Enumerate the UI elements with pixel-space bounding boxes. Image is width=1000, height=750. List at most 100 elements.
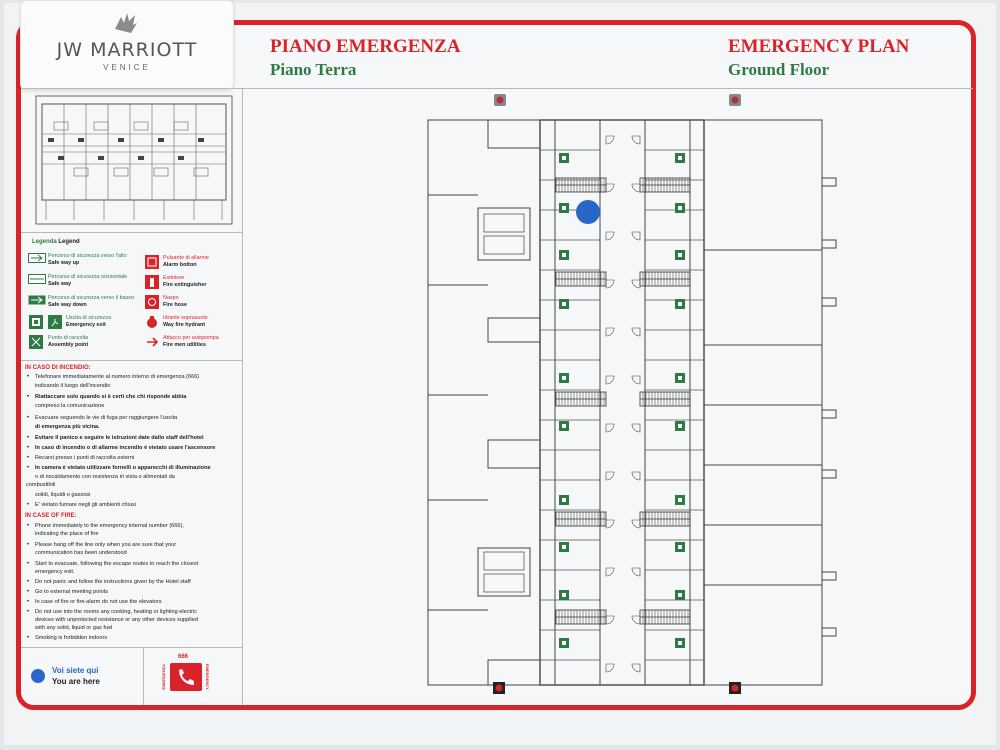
door-swing — [605, 327, 615, 337]
you-are-here-english: You are here — [52, 677, 100, 686]
fire-extinguisher-icon — [145, 275, 159, 289]
you-are-here-italian: Voi siete qui — [52, 666, 99, 675]
door-swing — [631, 567, 641, 577]
fire-hose-icon — [145, 295, 159, 309]
safe-way-icon — [28, 274, 46, 284]
title-italian: PIANO EMERGENZA — [270, 36, 461, 57]
emergency-exit-sign-mark — [678, 593, 682, 597]
emergency-exit-sign-mark — [678, 498, 682, 502]
door-swing — [605, 471, 615, 481]
door-swing — [605, 183, 615, 193]
door-swing — [605, 519, 615, 529]
italian-fire-instructions: •Telefonare immediatamente al numero int… — [26, 374, 216, 508]
emergency-exit-sign-mark — [562, 498, 566, 502]
logo-card: JW MARRIOTT VENICE — [20, 0, 234, 90]
logo-location: VENICE — [103, 63, 151, 72]
door-swing — [631, 135, 641, 145]
shaft-box — [483, 551, 525, 571]
emergency-exit-icon — [29, 315, 43, 329]
emergency-exit-sign-mark — [678, 424, 682, 428]
you-are-here-map-marker — [576, 200, 600, 224]
floor-english: Ground Floor — [728, 60, 830, 79]
overview-mini-plan — [35, 95, 233, 225]
emergency-exit-sign-mark — [562, 253, 566, 257]
alarm-button-icon — [145, 255, 159, 269]
logo-name: JW MARRIOTT — [56, 39, 198, 61]
emergency-exit-sign-mark — [678, 376, 682, 380]
english-fire-instructions: •Phone immediately to the emergency inte… — [27, 523, 199, 641]
door-swing — [631, 183, 641, 193]
fire-hose-top-left-icon — [494, 94, 506, 106]
door-swing — [605, 567, 615, 577]
door-swing — [631, 663, 641, 673]
assembly-point-icon — [29, 335, 43, 349]
ground-floor-plan — [427, 94, 837, 694]
emergency-exit-sign-mark — [562, 302, 566, 306]
shaft-box — [483, 213, 525, 233]
door-swing — [631, 231, 641, 241]
emergency-exit-sign-mark — [562, 424, 566, 428]
side-panel — [21, 88, 243, 705]
emergency-label-right: EMERGENCY — [205, 664, 210, 690]
door-swing — [605, 279, 615, 289]
door-swing — [605, 135, 615, 145]
footer-divider — [21, 647, 243, 648]
door-swing — [605, 663, 615, 673]
emergency-exit-sign-mark — [562, 206, 566, 210]
winged-lion-logo-icon — [115, 13, 137, 33]
fire-hose-bottom-right-icon — [729, 682, 741, 694]
emergency-exit-sign-mark — [678, 206, 682, 210]
fire-men-utilities-icon — [147, 337, 159, 347]
safe-way-up-icon — [28, 253, 46, 263]
fire-hose-bottom-left-icon — [493, 682, 505, 694]
emergency-exit-sign-mark — [678, 545, 682, 549]
emergency-exit-sign-mark — [678, 302, 682, 306]
emergency-exit-sign-mark — [562, 641, 566, 645]
fire-hose-top-right-icon — [729, 94, 741, 106]
emergency-label-left: EMERGENZA — [161, 664, 166, 690]
english-fire-heading: IN CASE OF FIRE: — [25, 513, 77, 519]
fire-hydrant-icon — [147, 316, 157, 328]
door-swing — [631, 471, 641, 481]
italian-fire-heading: IN CASO DI INCENDIO: — [25, 365, 91, 371]
safe-way-down-icon — [28, 295, 46, 305]
legend-top-divider — [21, 232, 243, 233]
door-swing — [605, 231, 615, 241]
plan-frame — [16, 20, 976, 710]
legend-title: Legenda Legend — [32, 239, 80, 245]
emergency-exit-sign-mark — [562, 376, 566, 380]
floor-italian: Piano Terra — [270, 60, 357, 79]
door-swing — [631, 375, 641, 385]
header-divider — [21, 88, 973, 89]
door-swing — [605, 423, 615, 433]
emergency-phone-box — [143, 648, 243, 705]
door-swing — [631, 423, 641, 433]
emergency-exit-sign-mark — [678, 253, 682, 257]
emergency-exit-sign-mark — [678, 641, 682, 645]
emergency-exit-sign-mark — [562, 156, 566, 160]
emergency-phone-icon — [170, 663, 202, 691]
door-swing — [631, 327, 641, 337]
door-swing — [605, 375, 615, 385]
legend-bottom-divider — [21, 360, 243, 361]
shaft-box — [483, 573, 525, 593]
door-swing — [605, 615, 615, 625]
shaft-box — [483, 235, 525, 255]
emergency-number: 666 — [178, 654, 189, 660]
you-are-here-marker-icon — [31, 669, 45, 683]
door-swing — [631, 615, 641, 625]
door-swing — [631, 519, 641, 529]
emergency-exit-runner-icon — [48, 315, 62, 329]
emergency-exit-sign-mark — [678, 156, 682, 160]
emergency-exit-sign-mark — [562, 593, 566, 597]
